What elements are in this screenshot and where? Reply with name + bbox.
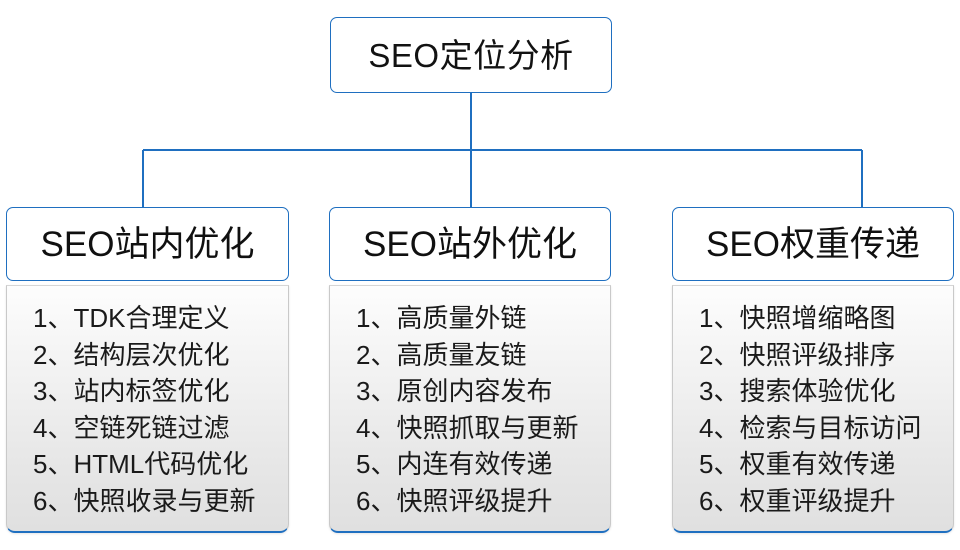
root-node-label: SEO定位分析 <box>368 36 574 74</box>
branch-column-offsite: SEO站外优化 1、高质量外链 2、高质量友链 3、原创内容发布 4、快照抓取与… <box>329 207 611 533</box>
branch-header-label: SEO权重传递 <box>706 224 920 264</box>
list-item: 4、空链死链过滤 <box>33 412 230 443</box>
list-item: 3、搜索体验优化 <box>699 376 896 406</box>
list-item: 6、快照收录与更新 <box>33 485 256 516</box>
branch-body-weight-transfer: 1、快照增缩略图 2、快照评级排序 3、搜索体验优化 4、检索与目标访问 5、权… <box>672 285 954 533</box>
branch-header-onsite[interactable]: SEO站内优化 <box>6 207 289 281</box>
list-item: 5、HTML代码优化 <box>33 449 249 479</box>
branch-column-weight-transfer: SEO权重传递 1、快照增缩略图 2、快照评级排序 3、搜索体验优化 4、检索与… <box>672 207 954 533</box>
item-list-onsite: 1、TDK合理定义 2、结构层次优化 3、站内标签优化 4、空链死链过滤 5、H… <box>7 300 288 519</box>
list-item: 4、检索与目标访问 <box>699 412 922 443</box>
item-list-offsite: 1、高质量外链 2、高质量友链 3、原创内容发布 4、快照抓取与更新 5、内连有… <box>330 300 610 519</box>
list-item: 2、结构层次优化 <box>33 339 230 370</box>
list-item: 6、快照评级提升 <box>356 485 553 516</box>
list-item: 1、TDK合理定义 <box>33 303 230 333</box>
item-list-weight-transfer: 1、快照增缩略图 2、快照评级排序 3、搜索体验优化 4、检索与目标访问 5、权… <box>673 300 953 519</box>
list-item: 3、站内标签优化 <box>33 376 230 406</box>
list-item: 6、权重评级提升 <box>699 485 896 516</box>
list-item: 1、高质量外链 <box>356 303 527 333</box>
list-item: 2、高质量友链 <box>356 339 527 370</box>
list-item: 5、权重有效传递 <box>699 449 896 479</box>
list-item: 2、快照评级排序 <box>699 339 896 370</box>
list-item: 3、原创内容发布 <box>356 376 553 406</box>
branch-header-label: SEO站外优化 <box>363 224 577 264</box>
branch-body-offsite: 1、高质量外链 2、高质量友链 3、原创内容发布 4、快照抓取与更新 5、内连有… <box>329 285 611 533</box>
branch-header-offsite[interactable]: SEO站外优化 <box>329 207 611 281</box>
root-node-seo-positioning-analysis[interactable]: SEO定位分析 <box>330 17 612 93</box>
branch-header-weight-transfer[interactable]: SEO权重传递 <box>672 207 954 281</box>
branch-header-label: SEO站内优化 <box>40 224 255 264</box>
list-item: 1、快照增缩略图 <box>699 303 896 333</box>
branch-body-onsite: 1、TDK合理定义 2、结构层次优化 3、站内标签优化 4、空链死链过滤 5、H… <box>6 285 289 533</box>
list-item: 4、快照抓取与更新 <box>356 412 579 443</box>
branch-column-onsite: SEO站内优化 1、TDK合理定义 2、结构层次优化 3、站内标签优化 4、空链… <box>6 207 289 533</box>
list-item: 5、内连有效传递 <box>356 449 553 479</box>
